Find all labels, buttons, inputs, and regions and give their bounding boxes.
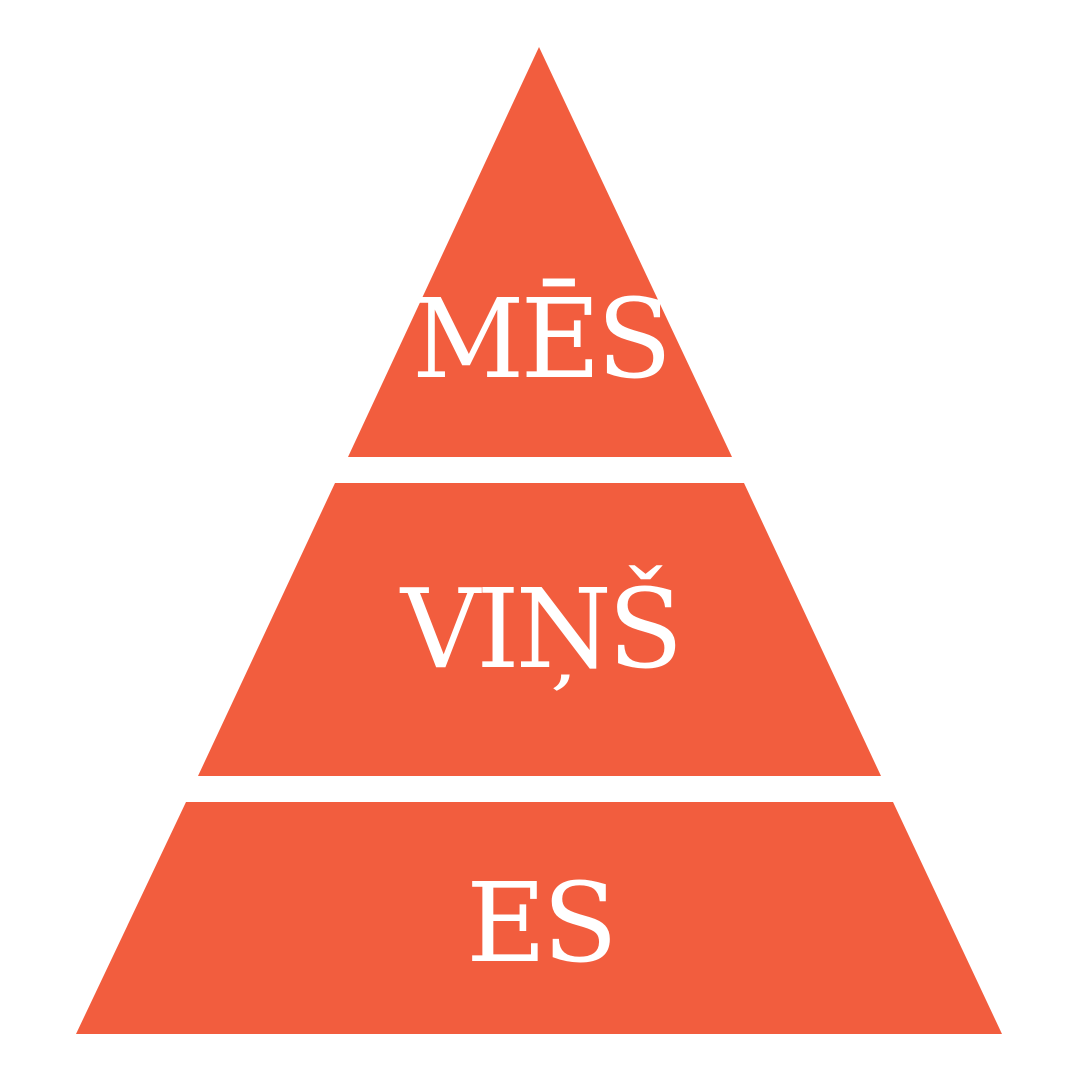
tier-label-bottom: ES <box>466 859 614 987</box>
pyramid-tier-bottom <box>76 802 1002 1034</box>
tier-label-top: MĒS <box>412 275 668 403</box>
tier-label-middle: VIŅŠ <box>399 565 680 693</box>
pyramid-tier-middle <box>198 483 881 776</box>
pyramid-tier-top <box>348 47 732 457</box>
